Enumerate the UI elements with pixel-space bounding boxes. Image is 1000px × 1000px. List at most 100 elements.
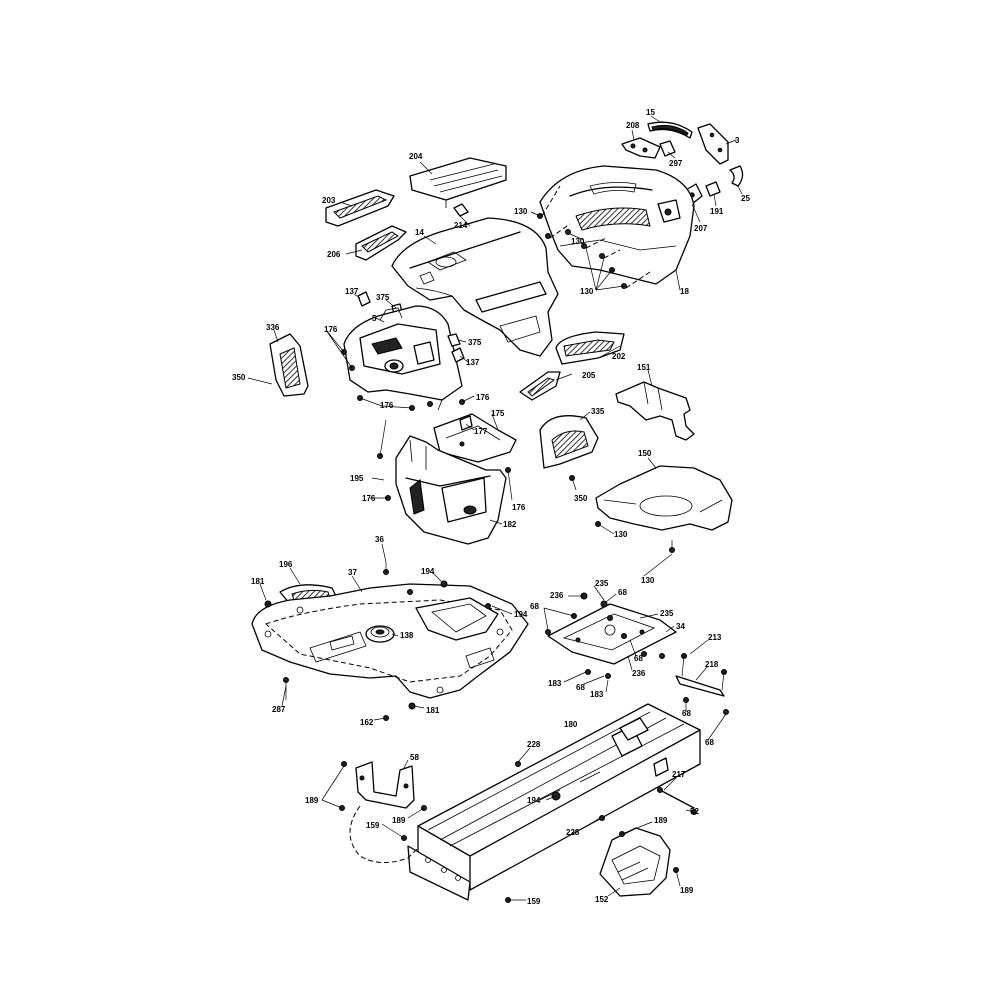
callout-176-e: 176 xyxy=(512,503,526,512)
callout-68-c: 68 xyxy=(634,654,643,663)
callout-218: 218 xyxy=(705,660,719,669)
callout-25: 25 xyxy=(741,194,750,203)
callout-204: 204 xyxy=(409,152,423,161)
callout-194-c: 194 xyxy=(527,796,541,805)
callout-181-b: 181 xyxy=(426,706,440,715)
callout-177: 177 xyxy=(474,427,488,436)
part-58-bracket xyxy=(339,761,427,863)
callout-236-b: 236 xyxy=(632,669,646,678)
callout-68-f: 68 xyxy=(705,738,714,747)
callout-297: 297 xyxy=(669,159,683,168)
callout-5: 5 xyxy=(372,314,377,323)
callout-203: 203 xyxy=(322,196,336,205)
callout-194-a: 194 xyxy=(421,567,435,576)
deck-hardware xyxy=(264,562,491,721)
callout-138: 138 xyxy=(400,631,414,640)
callout-196: 196 xyxy=(279,560,293,569)
callout-14: 14 xyxy=(415,228,424,237)
hood-screws xyxy=(537,185,651,289)
part-208-bracket xyxy=(621,137,661,159)
callout-202: 202 xyxy=(612,352,626,361)
part-218-bracket xyxy=(675,653,729,715)
callout-130-e: 130 xyxy=(641,576,655,585)
callout-176-d: 176 xyxy=(362,494,376,503)
part-182-lower-console xyxy=(395,435,507,545)
callout-183-a: 183 xyxy=(548,679,562,688)
callout-183-b: 183 xyxy=(590,690,604,699)
callout-176-a: 176 xyxy=(324,325,338,334)
part-205-trim xyxy=(519,371,561,401)
part-3-bracket xyxy=(697,123,729,165)
part-191-lens xyxy=(705,181,721,197)
callout-18: 18 xyxy=(680,287,689,296)
callout-52: 52 xyxy=(690,807,699,816)
frame-screws xyxy=(401,761,605,903)
part-25-hook xyxy=(729,165,744,187)
part-203-grille xyxy=(325,189,395,227)
callout-235-a: 235 xyxy=(595,579,609,588)
part-202-grille xyxy=(555,331,625,365)
callout-37: 37 xyxy=(348,568,357,577)
callout-15: 15 xyxy=(646,108,655,117)
callout-68-b: 68 xyxy=(530,602,539,611)
callout-130-a: 130 xyxy=(514,207,528,216)
part-335-panel xyxy=(539,415,599,469)
callout-130-b: 130 xyxy=(571,237,585,246)
callout-130-d: 130 xyxy=(614,530,628,539)
callout-195: 195 xyxy=(350,474,364,483)
callout-34: 34 xyxy=(676,622,685,631)
callout-162: 162 xyxy=(360,718,374,727)
part-151-bracket xyxy=(615,381,695,441)
part-18-front-bumper xyxy=(539,165,695,285)
part-152-seat-pan xyxy=(599,827,679,897)
callout-152: 152 xyxy=(595,895,609,904)
callout-375-b: 375 xyxy=(468,338,482,347)
callout-137-b: 137 xyxy=(466,358,480,367)
callout-130-c: 130 xyxy=(580,287,594,296)
part-180-main-frame xyxy=(407,703,701,901)
callout-176-b: 176 xyxy=(476,393,490,402)
leader-lines xyxy=(247,115,743,901)
callout-182: 182 xyxy=(503,520,517,529)
callout-191: 191 xyxy=(710,207,724,216)
callout-159-a: 159 xyxy=(366,821,380,830)
part-206-grille xyxy=(355,225,407,261)
part-150-floor-plate xyxy=(595,465,733,531)
callout-375-a: 375 xyxy=(376,293,390,302)
callout-189-b: 189 xyxy=(392,816,406,825)
callout-336: 336 xyxy=(266,323,280,332)
part-5-dash-console xyxy=(343,305,463,411)
callout-159-b: 159 xyxy=(527,897,541,906)
part-37-footrest-deck xyxy=(251,583,529,699)
callout-68-a: 68 xyxy=(618,588,627,597)
callout-217: 217 xyxy=(672,770,686,779)
callout-213: 213 xyxy=(708,633,722,642)
callout-68-e: 68 xyxy=(682,709,691,718)
part-14-hood-panel xyxy=(391,217,559,357)
callout-206: 206 xyxy=(327,250,341,259)
callout-205: 205 xyxy=(582,371,596,380)
callout-214: 214 xyxy=(454,221,468,230)
part-137-knob-left xyxy=(357,291,371,307)
callout-350-a: 350 xyxy=(232,373,246,382)
part-138-grommet xyxy=(365,625,395,643)
callout-175: 175 xyxy=(491,409,505,418)
callout-180: 180 xyxy=(564,720,578,729)
callout-151: 151 xyxy=(637,363,651,372)
callout-3: 3 xyxy=(735,136,740,145)
part-204-hood-vent xyxy=(409,157,507,208)
callout-181-a: 181 xyxy=(251,577,265,586)
callout-207: 207 xyxy=(694,224,708,233)
callout-228-a: 228 xyxy=(527,740,541,749)
callout-36: 36 xyxy=(375,535,384,544)
part-336-side-panel xyxy=(269,333,309,397)
callout-236-a: 236 xyxy=(550,591,564,600)
part-137-knob-right xyxy=(451,347,465,363)
callout-335: 335 xyxy=(591,407,605,416)
callout-189-a: 189 xyxy=(305,796,319,805)
callout-235-b: 235 xyxy=(660,609,674,618)
callout-189-d: 189 xyxy=(680,886,694,895)
callout-176-c: 176 xyxy=(380,401,394,410)
callout-208: 208 xyxy=(626,121,640,130)
